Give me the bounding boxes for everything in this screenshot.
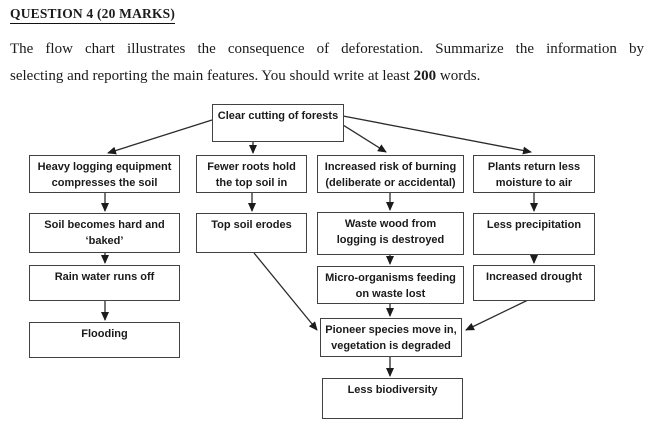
node-text: on waste lost (355, 287, 426, 300)
node-text: Flooding (81, 328, 128, 340)
node-text: Heavy logging equipment (37, 161, 172, 173)
node-text: Rain water runs off (54, 271, 155, 283)
flowchart-node-waste-wood: Waste wood from logging is destroyed (317, 212, 464, 255)
node-text: the top soil in (215, 176, 288, 189)
node-text: ‘baked’ (85, 234, 124, 247)
node-text: (deliberate or accidental) (325, 176, 456, 189)
node-text: Soil becomes hard and (44, 219, 165, 231)
node-text: Fewer roots hold (207, 161, 296, 173)
node-text: Plants return less (487, 161, 581, 173)
node-text: Increased risk of burning (324, 161, 457, 173)
flowchart-node-clear-cutting: Clear cutting of forests (212, 104, 344, 142)
node-text: moisture to air (495, 176, 573, 189)
flowchart-node-drought: Increased drought (473, 265, 595, 301)
node-text: Less biodiversity (347, 384, 438, 396)
node-text: Increased drought (486, 271, 582, 283)
task-instructions-line1: The flow chart illustrates the consequen… (10, 41, 644, 57)
node-text: logging is destroyed (336, 233, 445, 246)
flowchart-node-flooding: Flooding (29, 322, 180, 358)
instructions-text-end: words. (436, 68, 481, 84)
arrow-drought-to-pioneer (465, 299, 529, 331)
node-text: Pioneer species move in, (325, 324, 457, 336)
node-text: vegetation is degraded (331, 339, 451, 352)
word-count-requirement: 200 (413, 68, 437, 84)
arrow-topsoilerodes-to-pioneer (253, 252, 318, 331)
node-text: Clear cutting of forests (217, 110, 339, 122)
flowchart-node-burning-risk: Increased risk of burning (deliberate or… (317, 155, 464, 193)
node-text: Less precipitation (486, 219, 582, 231)
arrow-clearcutting-to-heavylogging (107, 119, 213, 155)
flowchart-node-pioneer-species: Pioneer species move in, vegetation is d… (320, 318, 462, 357)
node-text: compresses the soil (51, 176, 158, 189)
arrow-clearcutting-to-burningrisk (342, 124, 387, 153)
flowchart-node-topsoil-erodes: Top soil erodes (196, 213, 307, 253)
node-text: Waste wood from (344, 218, 437, 230)
node-text: Top soil erodes (211, 219, 292, 231)
flowchart-node-heavy-logging: Heavy logging equipment compresses the s… (29, 155, 180, 193)
task-instructions: The flow chart illustrates the consequen… (10, 36, 644, 90)
question-title: QUESTION 4 (20 MARKS) (10, 6, 176, 24)
flowchart-node-rain-runoff: Rain water runs off (29, 265, 180, 301)
arrow-clearcutting-to-plantsmoisture (342, 115, 532, 155)
flowchart-node-less-precipitation: Less precipitation (473, 213, 595, 255)
task-instructions-line2: selecting and reporting the main feature… (10, 63, 644, 90)
flowchart-node-soil-hard: Soil becomes hard and ‘baked’ (29, 213, 180, 253)
instructions-text: selecting and reporting the main feature… (10, 68, 414, 84)
node-text: Micro-organisms feeding (325, 272, 456, 284)
flowchart-node-fewer-roots: Fewer roots hold the top soil in (196, 155, 307, 193)
flowchart-node-microorganisms: Micro-organisms feeding on waste lost (317, 266, 464, 304)
flowchart-node-less-biodiversity: Less biodiversity (322, 378, 463, 419)
flowchart-node-plants-moisture: Plants return less moisture to air (473, 155, 595, 193)
